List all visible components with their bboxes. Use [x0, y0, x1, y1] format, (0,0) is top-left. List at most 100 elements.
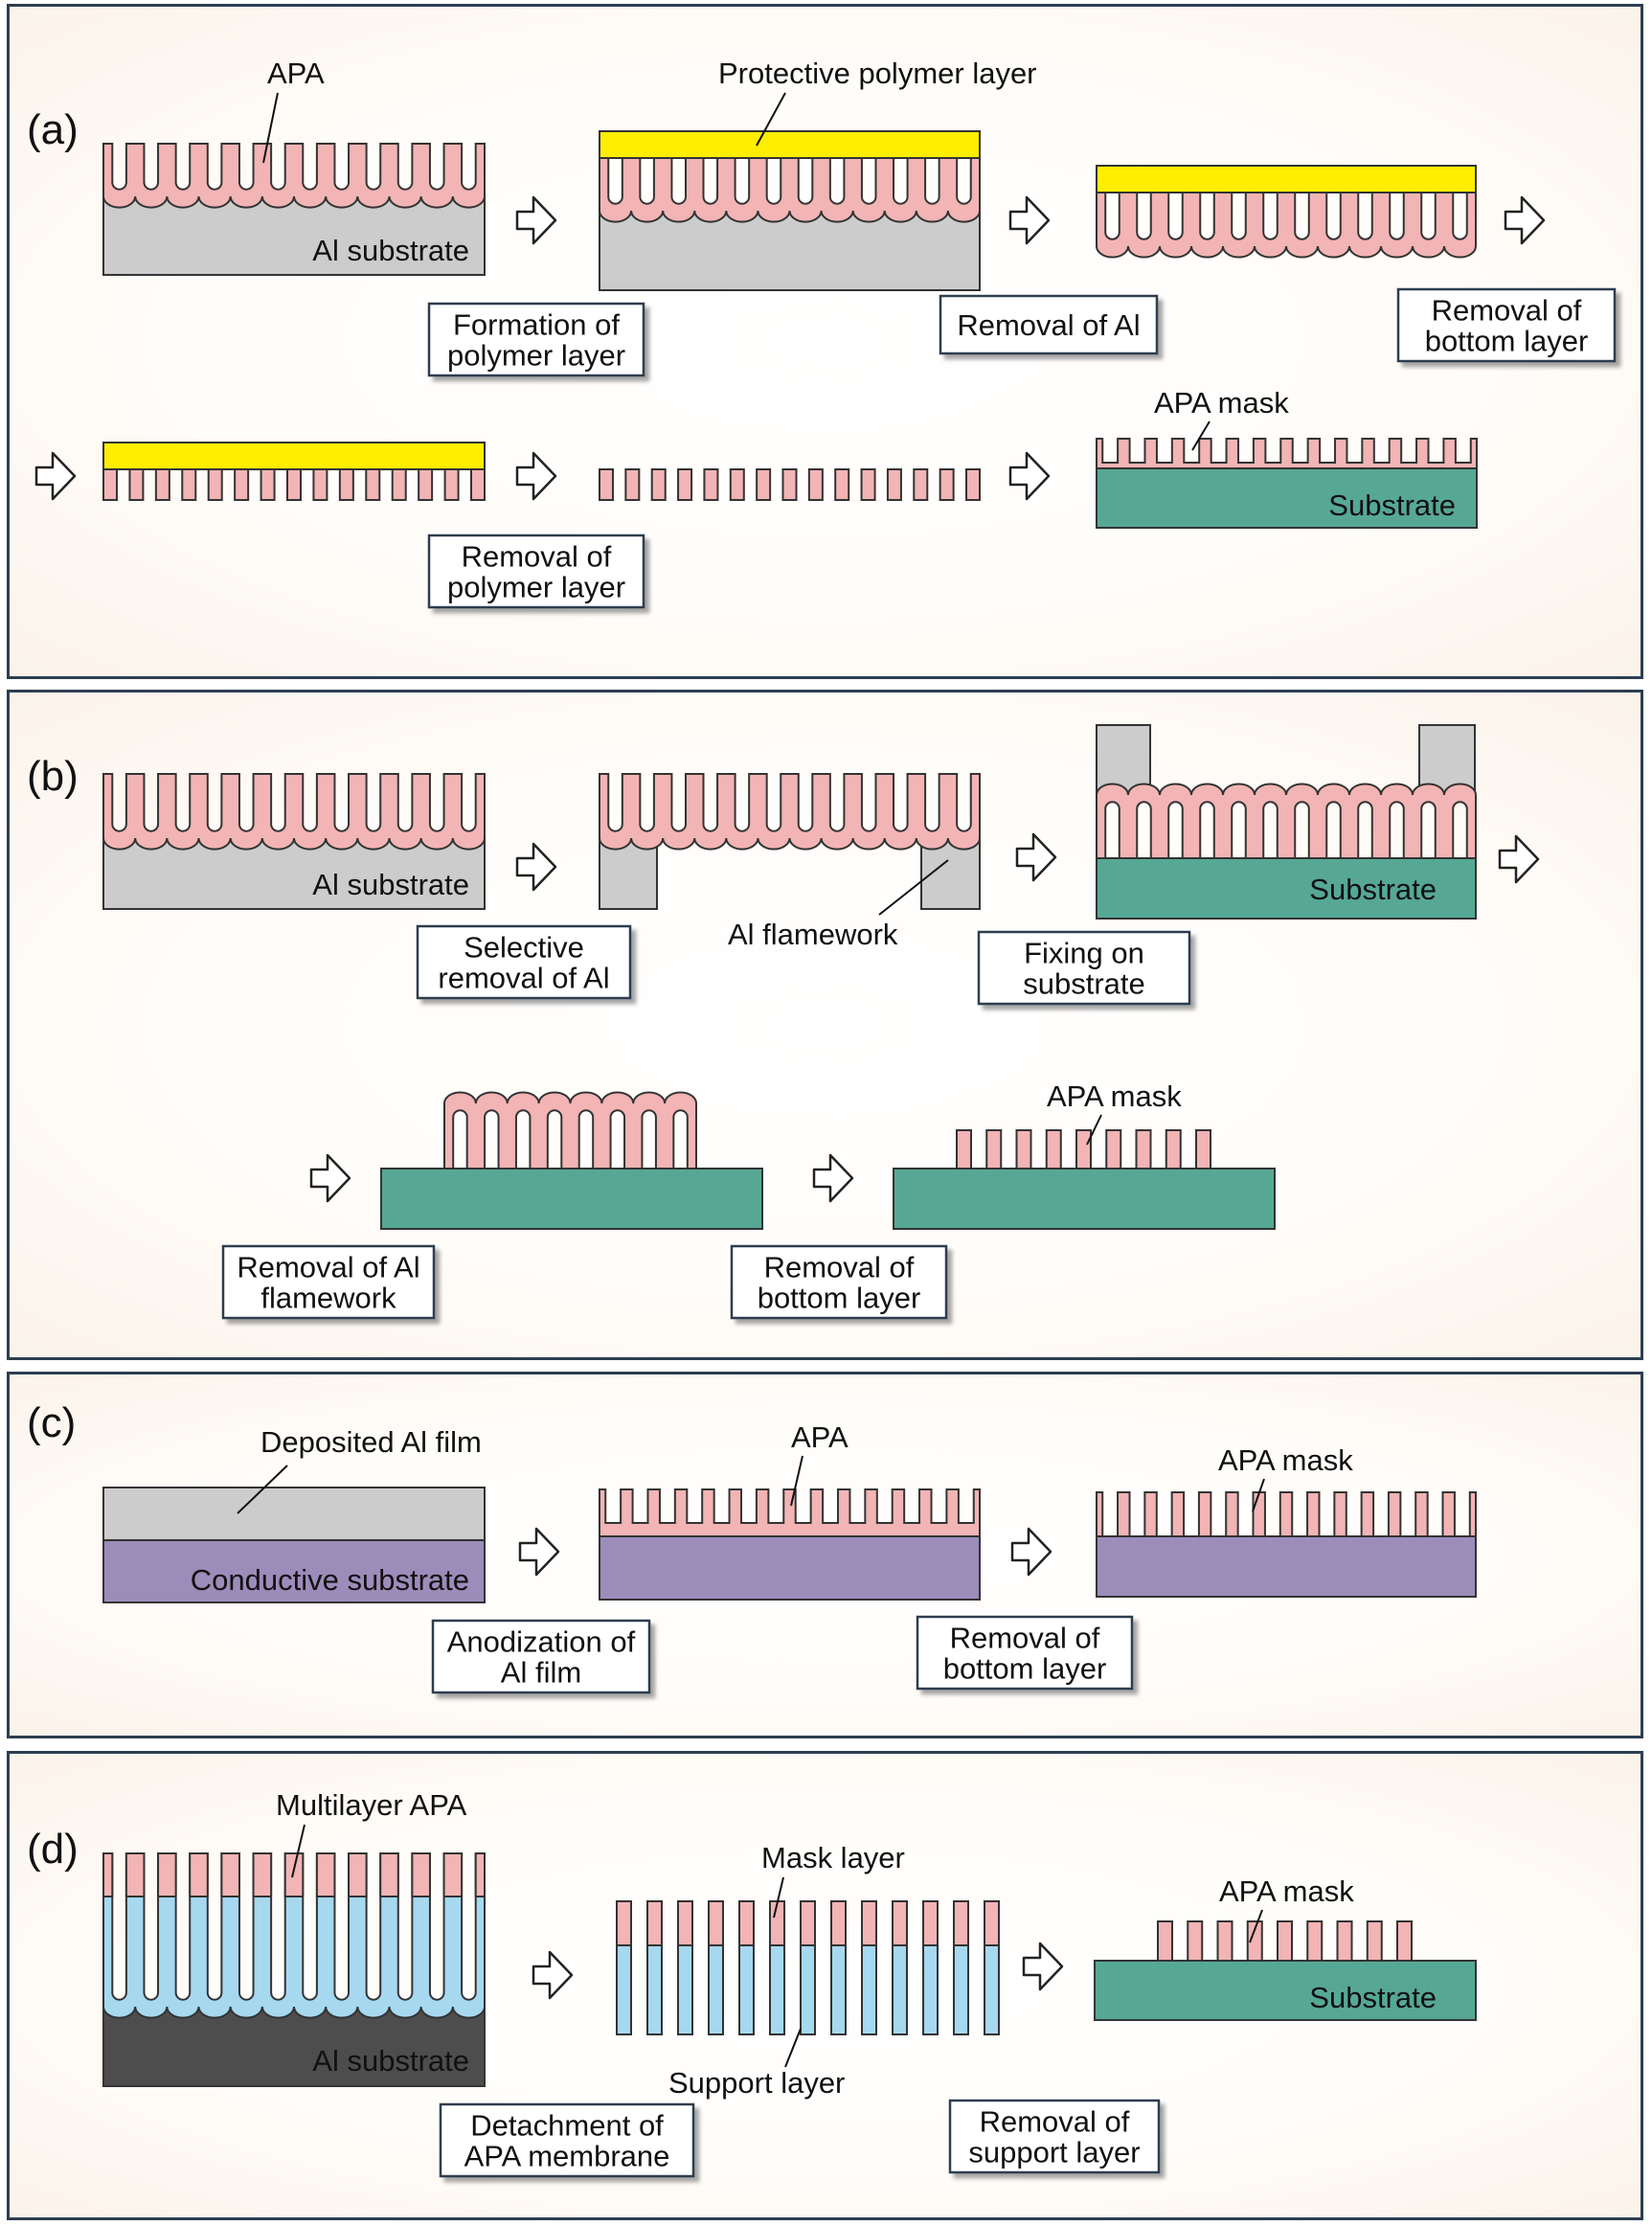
mask-layer-segment: [474, 1852, 487, 1897]
conductive-substrate: [599, 1535, 981, 1601]
apa-pillar: [1366, 1920, 1383, 1962]
polymer-layer: [599, 130, 981, 159]
apa-pillar: [181, 468, 197, 501]
mask-layer-segment: [348, 1852, 368, 1897]
leader-line: [784, 2028, 802, 2068]
apa-pillar: [650, 468, 667, 501]
step-box-line: Removal of: [764, 1251, 915, 1284]
apa-pillar: [286, 468, 302, 501]
al-substrate-block: [102, 195, 486, 276]
process-arrow: [1498, 834, 1540, 884]
mask-layer-segment: [189, 1852, 209, 1897]
step-box-line: Anodization of: [447, 1625, 636, 1659]
process-arrow: [1504, 195, 1546, 245]
apa-pillar: [1195, 1129, 1211, 1170]
process-arrow: [34, 451, 77, 501]
mask-pillar: [953, 1900, 969, 1946]
apa-pillar: [1157, 1920, 1173, 1962]
leader-line: [262, 92, 279, 164]
support-pillar: [616, 1944, 632, 2035]
support-pillar: [953, 1944, 969, 2035]
apa-mask: [1096, 1491, 1477, 1537]
mask-pillar: [800, 1900, 816, 1946]
apa-layer: [1096, 192, 1477, 259]
step-box-frame: [416, 924, 632, 1000]
step-box-line: Removal of: [980, 2105, 1130, 2139]
apa-pillar: [102, 468, 118, 501]
apa-pillar: [599, 468, 614, 501]
apa-pillar: [391, 468, 407, 501]
step-box-line: Removal of: [462, 540, 612, 574]
leader-line: [291, 1824, 306, 1878]
step-box-line: bottom layer: [758, 1282, 921, 1315]
apa-pillar: [1135, 1129, 1152, 1170]
substrate-block: [893, 1168, 1276, 1230]
leader-line: [1249, 1909, 1263, 1943]
mask-layer-segment: [283, 1852, 305, 1897]
process-arrow: [518, 1527, 560, 1577]
step-box-frame: [427, 302, 645, 377]
substrate-block: [1094, 1960, 1477, 2021]
panel-label-d: (d): [27, 1826, 79, 1873]
substrate-block: [1096, 857, 1477, 920]
process-arrow: [1008, 195, 1051, 245]
al-substrate-block: [599, 210, 981, 291]
al-flamework-label: Al flamework: [728, 918, 898, 951]
support-pillar: [708, 1944, 724, 2035]
step-box-frame: [916, 1615, 1134, 1691]
apa-pillar: [965, 468, 981, 501]
apa-mask-label: APA mask: [1218, 1443, 1353, 1477]
protective-polymer-label: Protective polymer layer: [718, 57, 1037, 90]
apa-pillar: [956, 1129, 972, 1170]
mask-layer-label: Mask layer: [761, 1841, 905, 1874]
step-box-line: APA membrane: [464, 2140, 670, 2173]
apa-pillar: [260, 468, 276, 501]
support-pillar: [646, 1944, 663, 2035]
support-pillar: [922, 1944, 939, 2035]
apa-pillar: [860, 468, 876, 501]
step-box-line: Removal of Al: [957, 308, 1140, 342]
multilayer-apa-label: Multilayer APA: [276, 1788, 467, 1822]
mask-pillar: [616, 1900, 632, 1946]
deposited-al-film-label: Deposited Al film: [260, 1425, 482, 1459]
leader-line: [878, 859, 949, 916]
apa-pillar: [703, 468, 719, 501]
step-box-frame: [977, 930, 1191, 1006]
step-box-frame: [439, 2102, 695, 2178]
apa-layer-inverted: [443, 1091, 697, 1170]
apa-pillar: [1187, 1920, 1204, 1962]
apa-pillar: [1075, 1129, 1092, 1170]
apa-pillar: [1277, 1920, 1293, 1962]
support-pillar: [984, 1944, 1000, 2035]
conductive-substrate-label: Conductive substrate: [191, 1563, 469, 1597]
panel-label-c: (c): [27, 1399, 76, 1446]
apa-pillar: [418, 468, 434, 501]
apa-pillar: [807, 468, 824, 501]
panel-label-a: (a): [27, 106, 79, 153]
apa-pillar: [1015, 1129, 1032, 1170]
mask-pillar: [708, 1900, 724, 1946]
step-box-frame: [948, 2099, 1161, 2174]
apa-layer-inverted: [1096, 783, 1477, 859]
apa-pillar: [729, 468, 745, 501]
support-pillar: [800, 1944, 816, 2035]
leader-line: [237, 1465, 288, 1514]
apa-pillar: [1306, 1920, 1324, 1962]
apa-pillar: [1105, 1129, 1122, 1170]
step-box-line: Formation of: [453, 308, 620, 342]
apa-pillar: [939, 468, 955, 501]
apa-pillar: [470, 468, 486, 501]
process-arrow: [1022, 1942, 1064, 1991]
apa-layer: [102, 143, 486, 209]
apa-pillar: [128, 468, 145, 501]
al-substrate-block: [102, 837, 486, 910]
